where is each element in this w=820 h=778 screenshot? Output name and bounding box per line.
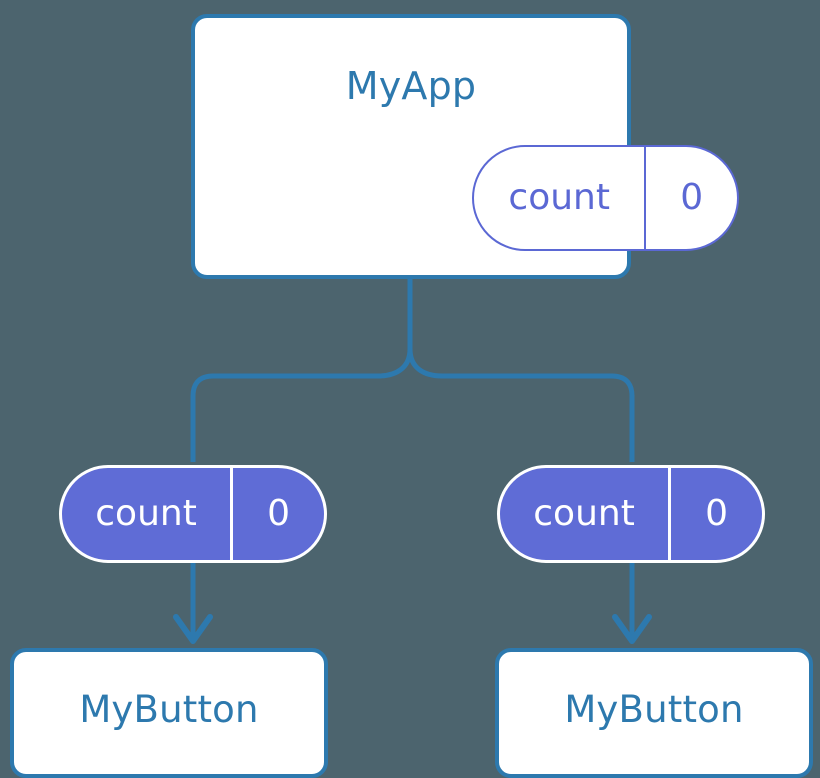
component-title-mybutton-right: MyButton — [564, 688, 744, 731]
prop-pill-right-value: 0 — [705, 493, 728, 534]
state-pill-root[interactable]: count 0 — [472, 145, 739, 251]
component-box-mybutton-right[interactable]: MyButton — [495, 648, 813, 778]
prop-pill-left[interactable]: count 0 — [59, 465, 327, 563]
fork-connector-left — [190, 348, 413, 462]
prop-pill-left-key: count — [62, 468, 234, 560]
prop-pill-left-value: 0 — [267, 493, 290, 534]
component-title-mybutton-left: MyButton — [79, 688, 259, 731]
arrow-head-right — [612, 614, 652, 644]
state-pill-root-value: 0 — [680, 177, 704, 218]
arrow-head-left — [173, 614, 213, 644]
fork-connector-right — [407, 348, 635, 462]
prop-pill-right-key: count — [500, 468, 672, 560]
state-pill-root-key: count — [474, 147, 647, 249]
prop-pill-right[interactable]: count 0 — [497, 465, 765, 563]
component-box-mybutton-left[interactable]: MyButton — [10, 648, 328, 778]
component-box-myapp[interactable]: MyApp count 0 — [191, 14, 739, 279]
component-title-myapp: MyApp — [345, 64, 477, 108]
